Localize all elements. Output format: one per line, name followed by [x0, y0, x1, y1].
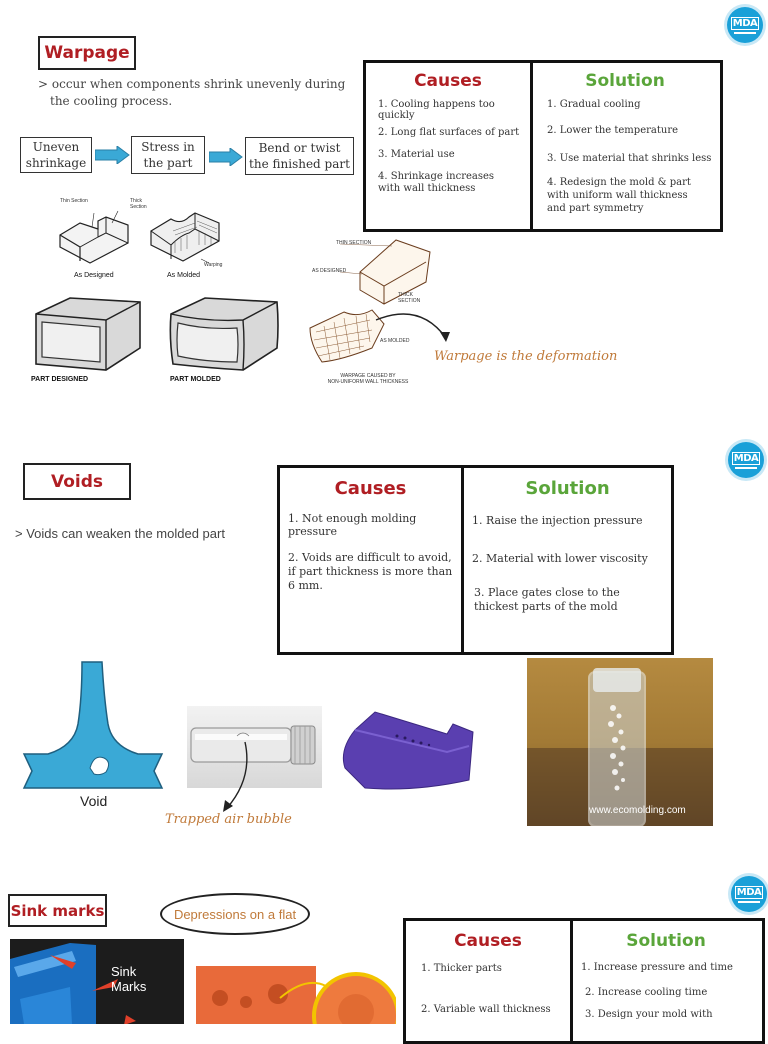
mda-logo: MDA	[728, 442, 764, 478]
warpage-desc-line1: > occur when components shrink unevenly …	[38, 77, 346, 91]
flow-3-line1: Bend or twist	[258, 141, 341, 155]
logo-text: MDA	[734, 885, 764, 899]
part-designed-diagram	[35, 297, 141, 371]
warpage-solution-1: 1. Gradual cooling	[547, 99, 641, 110]
voids-description: > Voids can weaken the molded part	[15, 526, 225, 541]
part-molded-diagram	[169, 297, 279, 371]
part-molded-label: PART MOLDED	[170, 376, 221, 383]
sink-oval-callout: Depressions on a flat	[160, 893, 310, 935]
warpage-solution-3: 3. Use material that shrinks less	[547, 153, 712, 164]
warpage-cause-1: 1. Cooling happens too quickly	[378, 99, 495, 121]
logo-text: MDA	[731, 451, 761, 465]
warpage-solution-heading: Solution	[585, 71, 665, 91]
as-molded-diagram	[150, 212, 220, 264]
warpage-solution-column: Solution 1. Gradual cooling 2. Lower the…	[530, 63, 717, 229]
sink-cause-2: 2. Variable wall thickness	[421, 1004, 551, 1015]
flow-uneven-shrinkage: Uneven shrinkage	[20, 137, 92, 173]
flow-2-line2: the part	[143, 156, 193, 170]
sink-solution-3: 3. Design your mold with	[585, 1009, 713, 1020]
sink-causes-heading: Causes	[454, 931, 522, 951]
flow-stress-in-part: Stress in the part	[131, 136, 205, 174]
warpage-causes-column: Causes 1. Cooling happens too quickly 2.…	[366, 63, 530, 229]
voids-solution-3: 3. Place gates close to the thickest par…	[474, 586, 620, 613]
voids-solution-1: 1. Raise the injection pressure	[472, 514, 643, 527]
voids-cause-2: 2. Voids are difficult to avoid, if part…	[288, 551, 453, 592]
mda-logo: MDA	[731, 876, 767, 912]
sink-solution-heading: Solution	[626, 931, 706, 951]
sink-solution-2: 2. Increase cooling time	[585, 987, 708, 998]
bubbles-glass-photo: www.ecomolding.com	[527, 658, 713, 826]
warpage-cause-2: 2. Long flat surfaces of part	[378, 127, 520, 138]
voids-note: Trapped air bubble	[165, 812, 292, 827]
flow-1-line2: shrinkage	[25, 156, 87, 170]
sink-table: Causes 1. Thicker parts 2. Variable wall…	[403, 918, 765, 1044]
voids-solution-column: Solution 1. Raise the injection pressure…	[461, 468, 671, 652]
warpage-causes-heading: Causes	[414, 71, 482, 91]
as-molded-caps-label: AS MOLDED	[380, 338, 410, 344]
sink-causes-column: Causes 1. Thicker parts 2. Variable wall…	[406, 921, 570, 1041]
flow-arrow-icon	[209, 148, 243, 166]
warpage-description: > occur when components shrink unevenly …	[38, 76, 345, 110]
voids-causes-column: Causes 1. Not enough molding pressure 2.…	[280, 468, 461, 652]
thin-section-caps-label: THIN SECTION	[336, 240, 372, 246]
sink-marks-title: Sink marks	[8, 894, 107, 927]
mda-logo: MDA	[727, 7, 763, 43]
caused-by-line: WARPAGE CAUSED BY	[340, 373, 396, 379]
warpage-cause-4: 4. Shrinkage increases with wall thickne…	[378, 171, 495, 194]
flow-2-line1: Stress in	[141, 140, 195, 154]
voids-table: Causes 1. Not enough molding pressure 2.…	[277, 465, 674, 655]
sink-label-line1: Sink	[111, 964, 137, 979]
voids-title: Voids	[23, 463, 131, 500]
non-uniform-line: NON-UNIFORM WALL THICKNESS	[327, 379, 409, 385]
trapped-bubble-arrow-icon	[223, 741, 248, 812]
as-designed-caps-label: AS DESIGNED	[312, 268, 347, 274]
warpage-cause-3: 3. Material use	[378, 149, 455, 160]
warpage-nonuniform-diagram	[309, 239, 450, 363]
orange-part-photo	[196, 966, 396, 1024]
warpage-solution-4: 4. Redesign the mold & part with uniform…	[547, 177, 691, 214]
warpage-solution-2: 2. Lower the temperature	[547, 125, 679, 136]
photo-watermark: www.ecomolding.com	[589, 805, 686, 816]
warpage-desc-line2: the cooling process.	[50, 94, 173, 108]
as-designed-label: As Designed	[74, 272, 114, 279]
as-designed-diagram	[59, 210, 129, 264]
thin-section-label: Thin Section	[60, 198, 88, 204]
clear-tube-photo	[187, 706, 322, 788]
warpage-table: Causes 1. Cooling happens too quickly 2.…	[363, 60, 723, 232]
voids-cause-1: 1. Not enough molding pressure	[288, 512, 417, 538]
purple-part-photo	[335, 706, 475, 791]
sink-photo-label: Sink Marks	[111, 964, 146, 994]
warpage-note: Warpage is the deformation	[434, 349, 618, 364]
sink-solution-column: Solution 1. Increase pressure and time 2…	[570, 921, 759, 1041]
blue-part-photo: Sink Marks	[10, 939, 184, 1024]
sink-solution-1: 1. Increase pressure and time	[581, 962, 733, 973]
warping-label: Warping	[204, 262, 223, 268]
void-label: Void	[80, 793, 108, 809]
flow-bend-or-twist: Bend or twist the finished part	[245, 137, 354, 175]
flow-1-line1: Uneven	[32, 140, 80, 154]
part-designed-label: PART DESIGNED	[31, 376, 89, 383]
voids-solution-heading: Solution	[525, 478, 610, 499]
as-molded-label: As Molded	[167, 272, 201, 279]
voids-causes-heading: Causes	[334, 478, 407, 499]
sink-cause-1: 1. Thicker parts	[421, 963, 502, 974]
flow-3-line2: the finished part	[249, 157, 350, 171]
warpage-title: Warpage	[38, 36, 136, 70]
flow-arrow-icon	[95, 146, 130, 164]
thick-section-label: Thick Section	[130, 198, 147, 210]
void-cross-section-diagram	[22, 661, 164, 789]
voids-solution-2: 2. Material with lower viscosity	[472, 552, 648, 565]
thick-section-caps-label: THICK SECTION	[398, 292, 421, 304]
sink-label-line2: Marks	[111, 979, 147, 994]
warpage-caused-by-label: WARPAGE CAUSED BY NON-UNIFORM WALL THICK…	[318, 373, 418, 385]
logo-text: MDA	[730, 16, 760, 30]
